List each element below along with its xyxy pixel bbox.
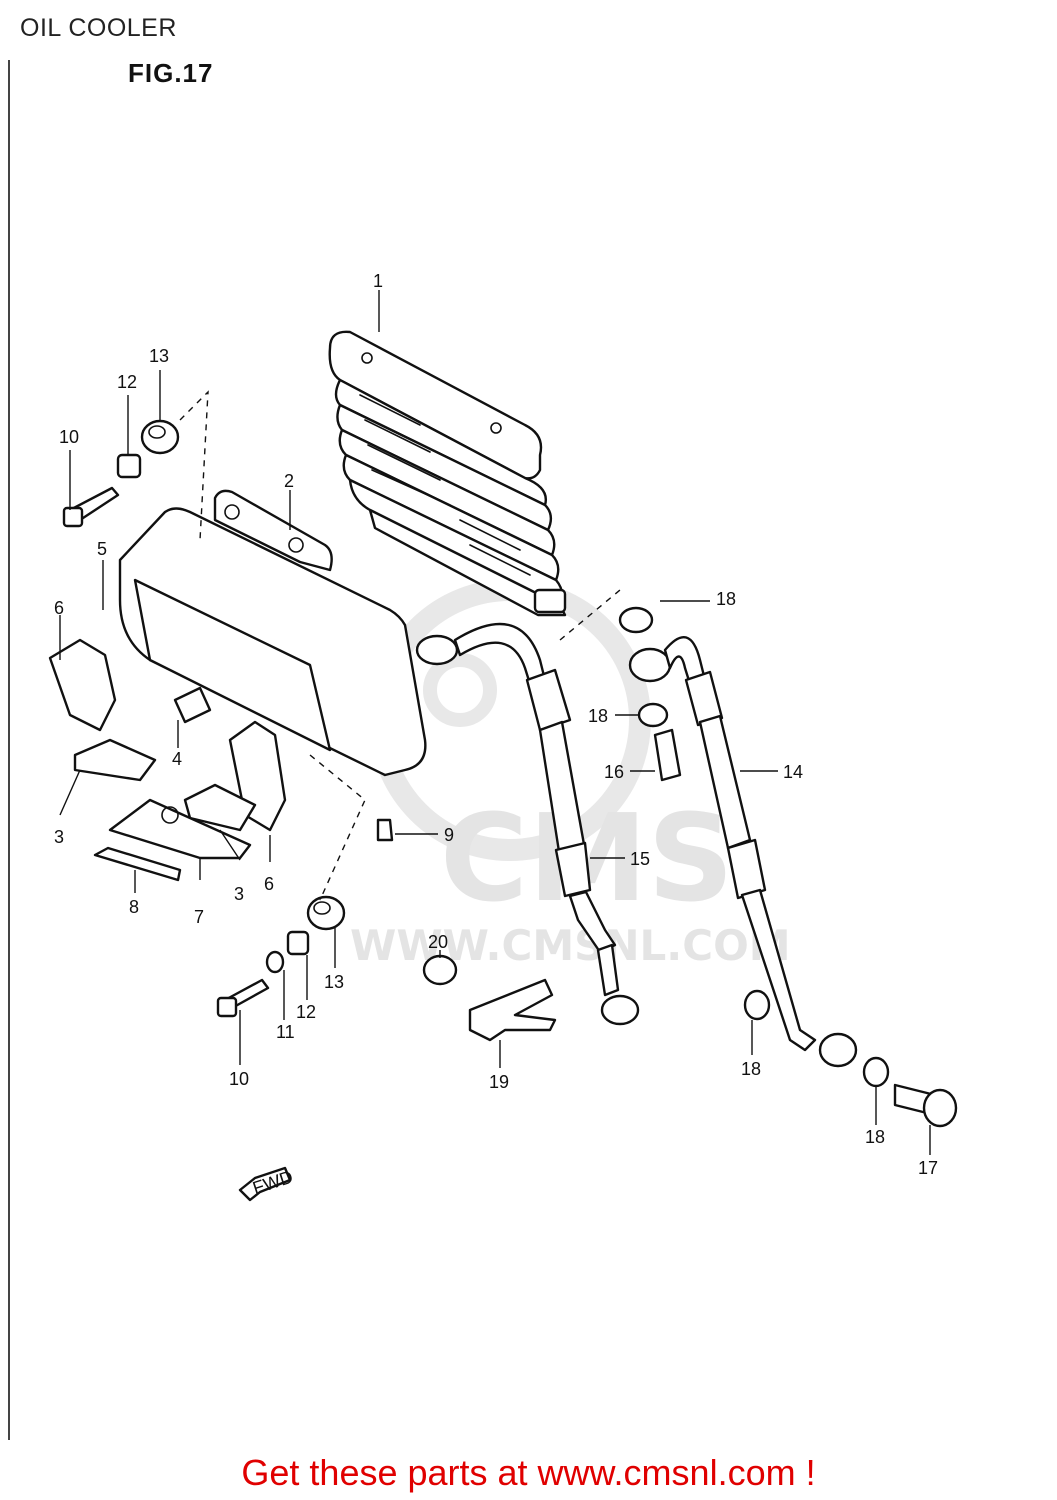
- callout-13: 13: [149, 346, 169, 366]
- callout-8: 8: [129, 897, 139, 917]
- watermark: CMS WWW.CMSNL.COM: [350, 579, 791, 970]
- figure-label: FIG.17: [128, 58, 214, 88]
- callout-16: 16: [604, 762, 624, 782]
- callout-13: 13: [324, 972, 344, 992]
- callout-17: 17: [918, 1158, 938, 1178]
- forward-direction-arrow: FWD: [238, 1167, 295, 1202]
- part-hose-15: [415, 622, 640, 1026]
- callout-19: 19: [489, 1072, 509, 1092]
- exploded-parts-diagram: CMS WWW.CMSNL.COM: [48, 271, 958, 1202]
- callout-6: 6: [264, 874, 274, 894]
- watermark-url: WWW.CMSNL.COM: [350, 921, 791, 970]
- callout-9: 9: [444, 825, 454, 845]
- callout-18: 18: [865, 1127, 885, 1147]
- callout-2: 2: [284, 471, 294, 491]
- callout-11: 11: [276, 1022, 295, 1042]
- callout-3: 3: [54, 827, 64, 847]
- part-rubber-mounts: [48, 638, 287, 832]
- callout-labels: 1 2 3 3 4 5 6 6 7 8 9 10 10 11 12 12 13 …: [54, 271, 938, 1178]
- left-border-rule: [8, 60, 10, 1440]
- callout-18: 18: [588, 706, 608, 726]
- callout-18: 18: [716, 589, 736, 609]
- forward-arrow-label: FWD: [250, 1167, 295, 1199]
- part-fasteners: [62, 419, 394, 1018]
- leader-lines: [59, 290, 931, 1155]
- page-title: OIL COOLER: [20, 14, 177, 42]
- callout-14: 14: [783, 762, 803, 782]
- callout-10: 10: [59, 427, 79, 447]
- part-strip: [173, 686, 212, 724]
- callout-6: 6: [54, 598, 64, 618]
- part-oil-cooler-core: [328, 330, 567, 617]
- part-hose-14: [628, 635, 858, 1068]
- callout-20: 20: [428, 932, 448, 952]
- watermark-mascot-face: [423, 653, 497, 727]
- callout-5: 5: [97, 539, 107, 559]
- callout-3: 3: [234, 884, 244, 904]
- callout-12: 12: [296, 1002, 316, 1022]
- callout-1: 1: [373, 271, 383, 291]
- part-bracket-shroud: [118, 489, 427, 777]
- callout-15: 15: [630, 849, 650, 869]
- get-parts-link[interactable]: Get these parts at www.cmsnl.com !: [241, 1452, 816, 1493]
- callout-10: 10: [229, 1069, 249, 1089]
- callout-18: 18: [741, 1059, 761, 1079]
- part-plates: [93, 798, 252, 882]
- callout-7: 7: [194, 907, 204, 927]
- callout-12: 12: [117, 372, 137, 392]
- callout-4: 4: [172, 749, 182, 769]
- part-pads: [73, 738, 257, 832]
